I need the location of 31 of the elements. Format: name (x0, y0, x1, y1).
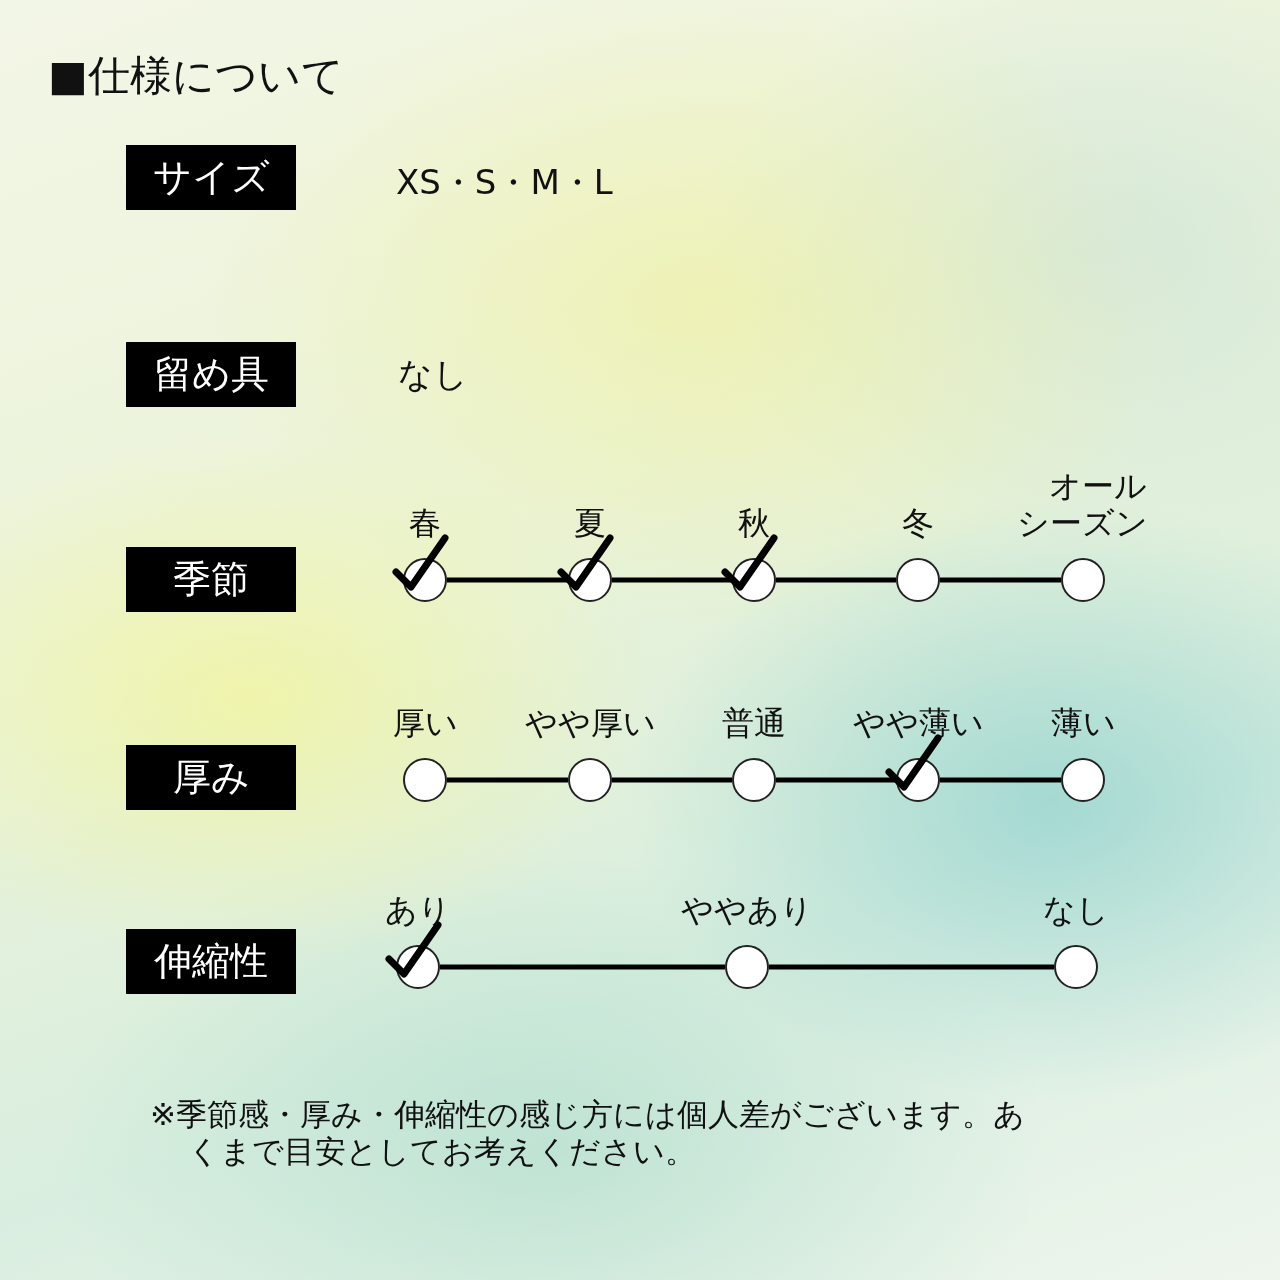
scale-line (612, 777, 732, 783)
scale-line (776, 777, 896, 783)
scale-label: やや薄い (852, 705, 984, 742)
label-tag: 季節 (126, 547, 296, 612)
scale-label: ややあり (681, 892, 813, 929)
label-tag: 伸縮性 (126, 929, 296, 994)
scale-line (440, 964, 725, 970)
scale-label: 夏 (574, 505, 606, 542)
scale-line (769, 964, 1054, 970)
scale-label: 秋 (738, 505, 770, 542)
heading: ■仕様について (48, 50, 344, 102)
scale-label: なし (1043, 892, 1109, 929)
scale-line (940, 577, 1061, 583)
scale-label: 普通 (722, 705, 786, 742)
spec-value: なし (398, 353, 468, 396)
scale-label: 春 (409, 505, 441, 542)
spec-value: XS・S・M・L (396, 161, 613, 204)
scale-line (447, 777, 568, 783)
note-text: ※季節感・厚み・伸縮性の感じ方には個人差がございます。あくまで目安としてお考えください。 (150, 1096, 1026, 1171)
label-tag: 留め具 (126, 342, 296, 407)
label-tag: サイズ (126, 145, 296, 210)
scale-label: 薄い (1050, 705, 1116, 742)
scale-label: やや厚い (524, 705, 656, 742)
label-tag: 厚み (126, 745, 296, 810)
scale-line (776, 577, 896, 583)
scale-line (447, 577, 568, 583)
scale-label: オールシーズン (1017, 468, 1149, 542)
scale-line (612, 577, 732, 583)
scale-label: 厚い (392, 705, 458, 742)
scale-label: 冬 (902, 505, 934, 542)
scale-line (940, 777, 1061, 783)
